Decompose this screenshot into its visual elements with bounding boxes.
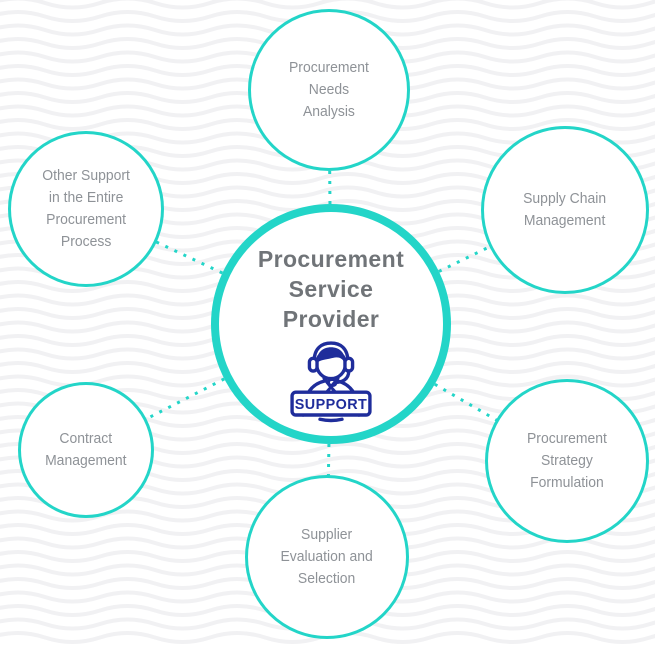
support-banner-label: SUPPORT: [295, 397, 367, 413]
label-line: Procurement: [46, 211, 126, 228]
support-agent-icon: SUPPORT: [290, 341, 372, 423]
node-contract-management: Contract Management: [18, 382, 154, 518]
node-label: Procurement Strategy Formulation: [527, 428, 607, 494]
hair-shape: [316, 347, 346, 364]
label-line: Management: [45, 452, 127, 469]
label-line: Formulation: [530, 474, 604, 491]
node-procurement-strategy-formulation: Procurement Strategy Formulation: [485, 379, 649, 543]
node-other-support: Other Support in the Entire Procurement …: [8, 131, 164, 287]
label-line: Management: [524, 212, 606, 229]
label-line: Strategy: [541, 452, 593, 469]
title-line: Service: [288, 276, 374, 302]
label-line: Procurement: [527, 430, 607, 447]
label-line: Supply Chain: [523, 190, 607, 207]
node-label: Supplier Evaluation and Selection: [281, 524, 373, 590]
node-label: Procurement Needs Analysis: [289, 57, 369, 123]
label-line: Other Support: [42, 167, 130, 184]
center-node-procurement-service-provider: Procurement Service Provider: [211, 204, 451, 444]
node-supply-chain-management: Supply Chain Management: [481, 126, 649, 294]
label-line: Analysis: [303, 103, 355, 120]
label-line: Selection: [298, 570, 356, 587]
title-line: Provider: [282, 306, 380, 332]
label-line: Contract: [59, 430, 113, 447]
label-line: Procurement: [289, 59, 369, 76]
node-label: Supply Chain Management: [523, 188, 606, 232]
node-label: Contract Management: [45, 428, 126, 472]
label-line: Needs: [308, 81, 350, 98]
node-supplier-evaluation-and-selection: Supplier Evaluation and Selection: [245, 475, 409, 639]
label-line: Evaluation and: [280, 548, 374, 565]
node-label: Other Support in the Entire Procurement …: [42, 165, 130, 253]
label-line: in the Entire: [48, 189, 124, 206]
support-banner: [290, 390, 372, 417]
title-line: Procurement: [257, 246, 405, 272]
center-title: Procurement Service Provider: [258, 244, 404, 334]
label-line: Process: [60, 233, 112, 250]
label-line: Supplier: [301, 526, 353, 543]
node-procurement-needs-analysis: Procurement Needs Analysis: [248, 9, 410, 171]
